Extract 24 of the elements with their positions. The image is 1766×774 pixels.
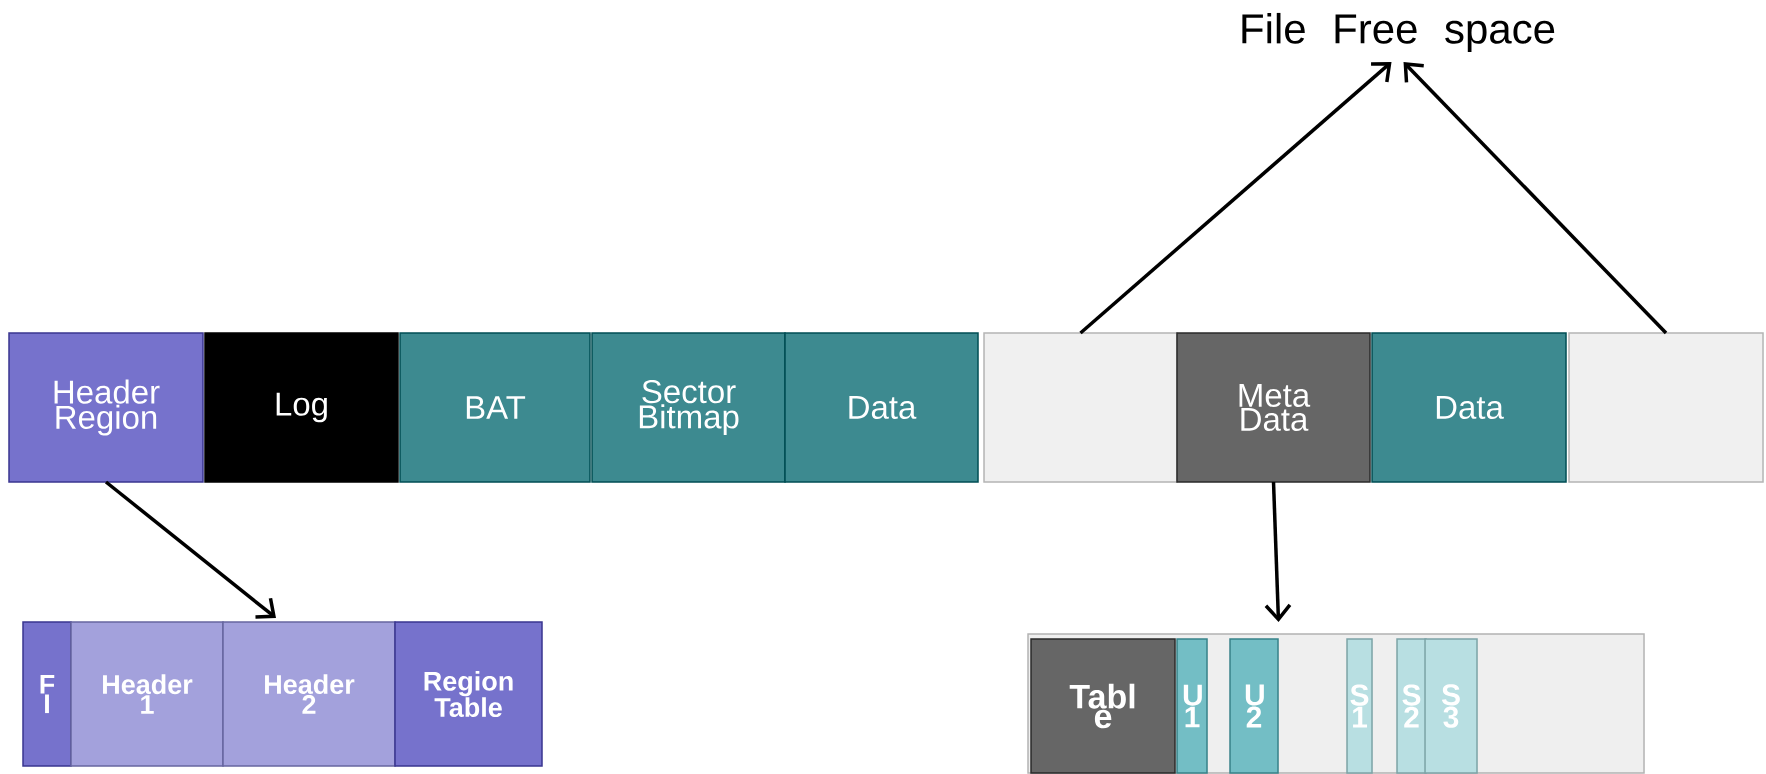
entry-box: U 2 [1229,638,1279,774]
entry-box: S 3 [1424,638,1478,774]
entry-box: S 2 [1396,638,1427,774]
table-box: Tabl e [1030,638,1176,774]
region-box: Sector Bitmap [591,332,786,483]
entry-box: S 1 [1346,638,1373,774]
region-box: Data [1371,332,1567,483]
caption-text: File Free space [1242,12,1555,53]
header-box: Header 2 [222,621,396,767]
arrow [104,480,276,619]
region-box: Meta Data [1176,332,1371,483]
arrow [1079,62,1392,335]
header-box: F I [22,621,72,767]
region-box: Data [784,332,979,483]
header-box: Header 1 [70,621,224,767]
entry-box: U 1 [1176,638,1208,774]
free-space-box [983,332,1178,483]
arrow [1403,62,1668,335]
region-box: BAT [399,332,591,483]
free-space-box [1568,332,1764,483]
header-box: Region Table [394,621,543,767]
arrow [1264,481,1292,622]
region-box: Header Region [8,332,204,483]
region-box: Log [204,332,399,483]
